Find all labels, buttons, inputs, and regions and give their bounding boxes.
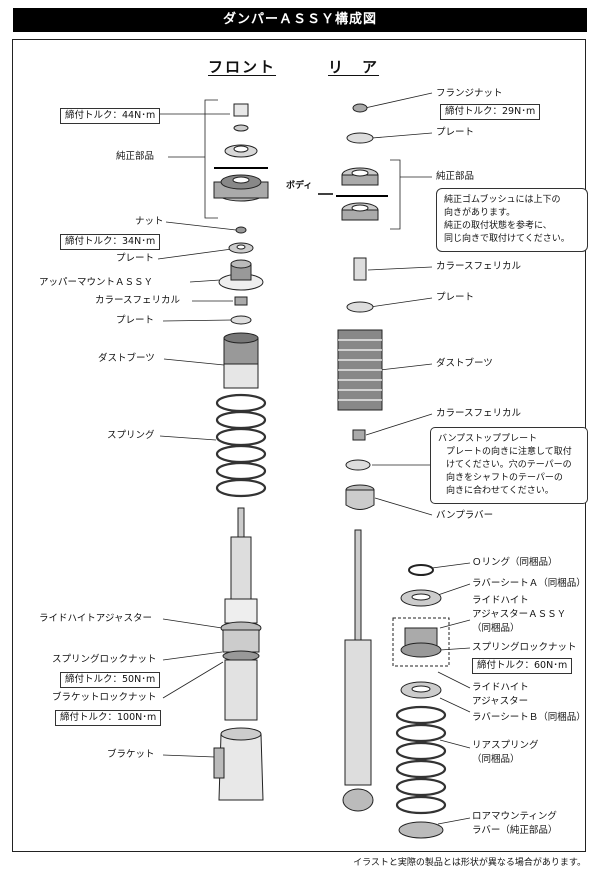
- rear-note1-line: 純正の取付状態を参考に、: [444, 221, 552, 231]
- diagram-title: ダンパーＡＳＳＹ構成図: [13, 8, 587, 32]
- rear-bushing-note: 純正ゴムブッシュには上下の 向きがあります。 純正の取付状態を参考に、 同じ向き…: [436, 188, 588, 252]
- rear-plate2-label: プレート: [436, 292, 475, 303]
- front-spring-label: スプリング: [107, 430, 155, 441]
- front-upper-mount-label: アッパーマウントＡＳＳＹ: [39, 277, 154, 288]
- rear-bump-stop-title: バンプストッププレート: [438, 434, 538, 444]
- front-header: フロント: [208, 58, 277, 76]
- rear-flange-nut-label: フランジナット: [436, 88, 503, 99]
- front-spring-lock-label: スプリングロックナット: [52, 654, 157, 665]
- rear-rubber-seat-b-label: ラバーシートＢ（同梱品）: [472, 712, 586, 723]
- rear-note1-line: 純正ゴムブッシュには上下の: [444, 195, 561, 205]
- front-torque-50-box: 締付トルク：50N･m: [60, 672, 161, 688]
- front-nut-label: ナット: [135, 216, 164, 227]
- rear-rubber-seat-a-label: ラバーシートＡ（同梱品）: [472, 578, 586, 589]
- front-ride-height-label: ライドハイトアジャスター: [39, 613, 152, 624]
- rear-note2-line: 向きをシャフトのテーパーの: [446, 473, 563, 483]
- rear-ride-height-line: ライドハイト: [472, 682, 529, 693]
- front-plate1-label: プレート: [116, 253, 155, 264]
- front-collar-label: カラースフェリカル: [95, 295, 181, 306]
- rear-note2-line: プレートの向きに注意して取付: [446, 447, 572, 457]
- rear-parts: [337, 103, 450, 839]
- rear-torque-60-box: 締付トルク：60N･m: [472, 658, 573, 674]
- front-torque-34-box: 締付トルク：34N･m: [60, 234, 161, 250]
- front-dust-boot-label: ダストブーツ: [98, 353, 155, 364]
- rear-note2-line: 向きに合わせてください。: [446, 486, 554, 496]
- front-bracket-label: ブラケット: [107, 749, 155, 760]
- rear-note1-line: 同じ向きで取付けてください。: [444, 234, 570, 244]
- rear-bump-rubber-label: バンプラバー: [436, 510, 494, 521]
- front-torque-44-box: 締付トルク：44N･m: [60, 108, 161, 124]
- front-bracket-lock-label: ブラケットロックナット: [52, 692, 157, 703]
- rear-spring-lock-label: スプリングロックナット: [472, 642, 577, 653]
- rear-collar2-label: カラースフェリカル: [436, 408, 522, 419]
- rear-dust-boot-label: ダストブーツ: [436, 358, 493, 369]
- front-parts: [213, 103, 269, 801]
- front-plate2-label: プレート: [116, 315, 155, 326]
- rear-ride-height-assy-line: ライドハイト: [472, 595, 529, 606]
- rear-collar1-label: カラースフェリカル: [436, 261, 522, 272]
- front-oem-parts-label: 純正部品: [116, 151, 155, 162]
- rear-lower-mount-line: ラバー（純正部品）: [472, 825, 558, 836]
- rear-spring-line: （同梱品）: [472, 754, 520, 765]
- footer-disclaimer: イラストと実際の製品とは形状が異なる場合があります。: [353, 858, 586, 868]
- body-label: ボディ: [286, 181, 313, 191]
- rear-header: リ ア: [328, 58, 380, 76]
- rear-ride-height-assy-line: アジャスターＡＳＳＹ: [472, 609, 567, 620]
- rear-ride-height-assy-line: （同梱品）: [472, 623, 520, 634]
- rear-bump-stop-note: バンプストッププレート プレートの向きに注意して取付 けてください。穴のテーパー…: [430, 427, 588, 504]
- rear-o-ring-label: Ｏリング（同梱品）: [472, 557, 558, 568]
- front-torque-100-box: 締付トルク：100N･m: [55, 710, 162, 726]
- rear-torque-29-box: 締付トルク：29N･m: [440, 104, 541, 120]
- rear-note2-line: けてください。穴のテーパーの: [446, 460, 572, 470]
- rear-spring-line: リアスプリング: [472, 740, 539, 751]
- rear-ride-height-line: アジャスター: [472, 696, 529, 707]
- rear-note1-line: 向きがあります。: [444, 208, 516, 218]
- rear-plate1-label: プレート: [436, 127, 475, 138]
- leader-lines: [157, 92, 471, 825]
- rear-oem-parts-label: 純正部品: [436, 171, 475, 182]
- rear-lower-mount-line: ロアマウンティング: [472, 811, 557, 822]
